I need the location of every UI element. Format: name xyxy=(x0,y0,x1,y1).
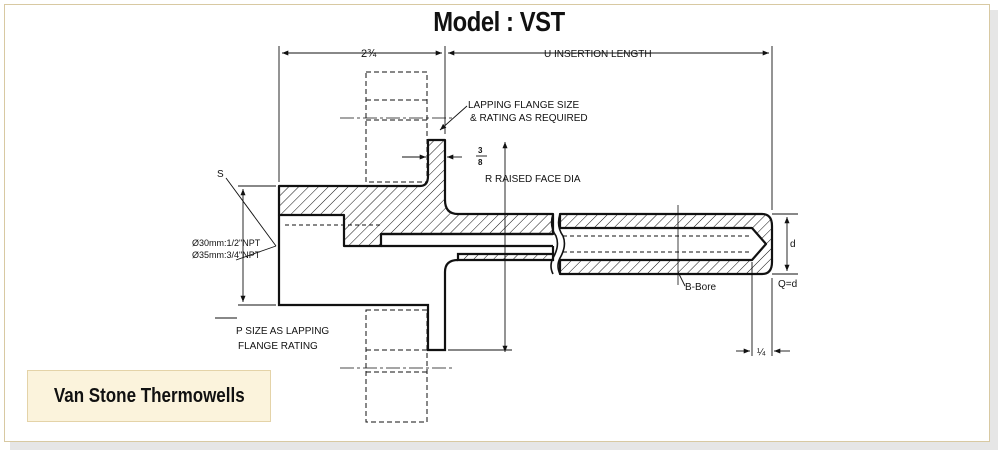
model-title: Model : VST xyxy=(433,6,565,37)
label-lapping-1: LAPPING FLANGE SIZE xyxy=(468,100,579,111)
dim-3-8 xyxy=(402,154,487,160)
dim-insertion xyxy=(448,46,773,210)
label-frac-num: 3 xyxy=(478,146,483,155)
bore-hidden-lines xyxy=(285,224,752,253)
frame-shadow-right xyxy=(990,10,998,446)
leader-lapping xyxy=(439,105,468,131)
leader-b-bore xyxy=(677,271,686,287)
dim-2-3-4 xyxy=(278,46,446,182)
thermowell-stem-lower xyxy=(456,252,555,262)
label-insertion: U INSERTION LENGTH xyxy=(544,49,652,60)
label-frac-den: 8 xyxy=(478,158,483,167)
label-p-2: FLANGE RATING xyxy=(238,341,318,352)
caption-text: Van Stone Thermowells xyxy=(53,384,245,407)
dim-raised-face xyxy=(448,142,512,352)
label-raised-face: R RAISED FACE DIA xyxy=(485,174,581,185)
label-q-eq-d: Q=d xyxy=(778,279,797,290)
thermowell-tip-section xyxy=(558,212,774,276)
dim-quarter xyxy=(736,262,790,356)
label-s: S xyxy=(217,169,224,180)
dim-d xyxy=(772,213,798,275)
stem-break xyxy=(550,213,566,275)
label-p-1: P SIZE AS LAPPING xyxy=(236,326,329,337)
hub-lower-outline xyxy=(277,215,555,352)
flange-centerlines xyxy=(340,117,452,369)
lapping-flange-upper xyxy=(365,71,428,183)
label-npt-1: Ø30mm:1/2"NPT xyxy=(192,238,261,248)
label-quarter: ¼ xyxy=(757,346,766,358)
label-npt-2: Ø35mm:3/4"NPT xyxy=(192,250,261,260)
thermowell-body-section xyxy=(277,138,555,248)
label-lapping-2: & RATING AS REQUIRED xyxy=(470,113,588,124)
frame-shadow-bottom xyxy=(10,442,998,450)
lapping-flange-lower xyxy=(365,309,428,423)
label-2-3-4: 2¾ xyxy=(361,48,377,60)
label-d: d xyxy=(790,239,796,250)
dim-s xyxy=(215,177,277,319)
label-b-bore: B-Bore xyxy=(685,282,717,293)
caption-box: Van Stone Thermowells xyxy=(27,370,271,422)
